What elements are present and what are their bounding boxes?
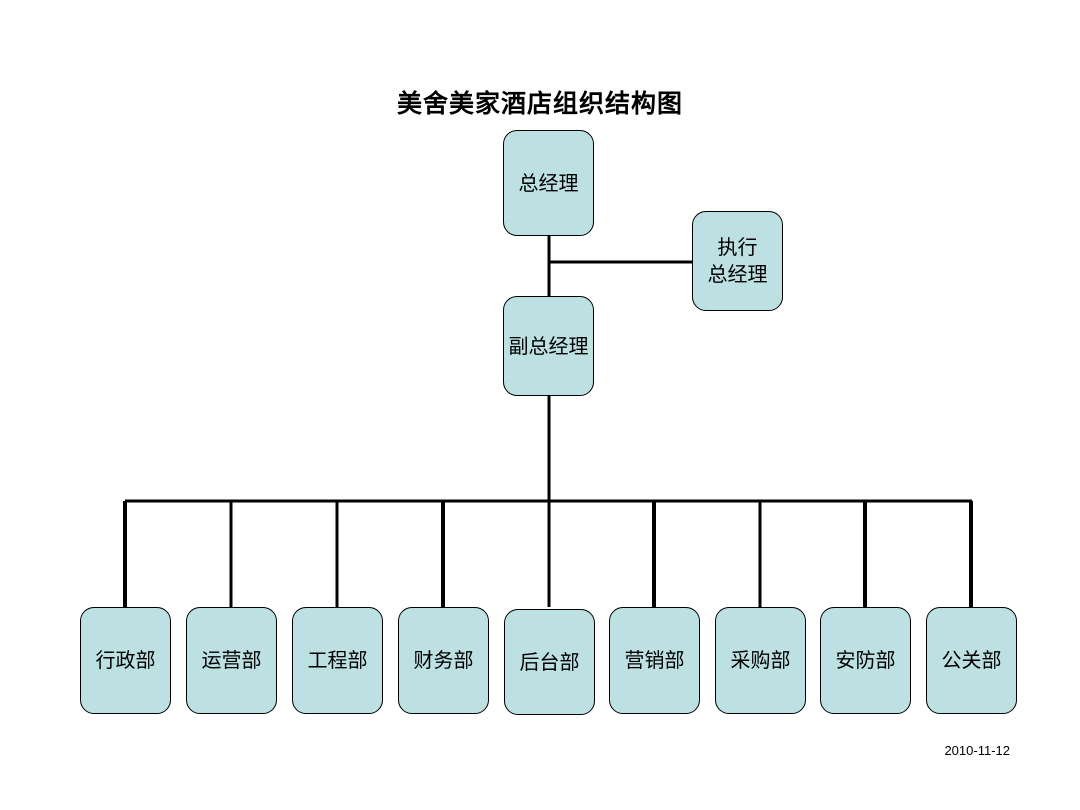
- node-department-2: 运营部: [186, 607, 277, 714]
- node-deputy-gm: 副总经理: [503, 296, 594, 396]
- node-department-4: 财务部: [398, 607, 489, 714]
- node-department-9: 公关部: [926, 607, 1017, 714]
- node-department-5: 后台部: [504, 609, 595, 715]
- node-department-7: 采购部: [715, 607, 806, 714]
- node-general-manager: 总经理: [503, 130, 594, 236]
- node-department-3: 工程部: [292, 607, 383, 714]
- node-executive-gm: 执行 总经理: [692, 211, 783, 311]
- node-department-8: 安防部: [820, 607, 911, 714]
- node-department-1: 行政部: [80, 607, 171, 714]
- page-title: 美舍美家酒店组织结构图: [396, 89, 683, 118]
- footer-date: 2010-11-12: [944, 743, 1010, 758]
- node-department-6: 营销部: [609, 607, 700, 714]
